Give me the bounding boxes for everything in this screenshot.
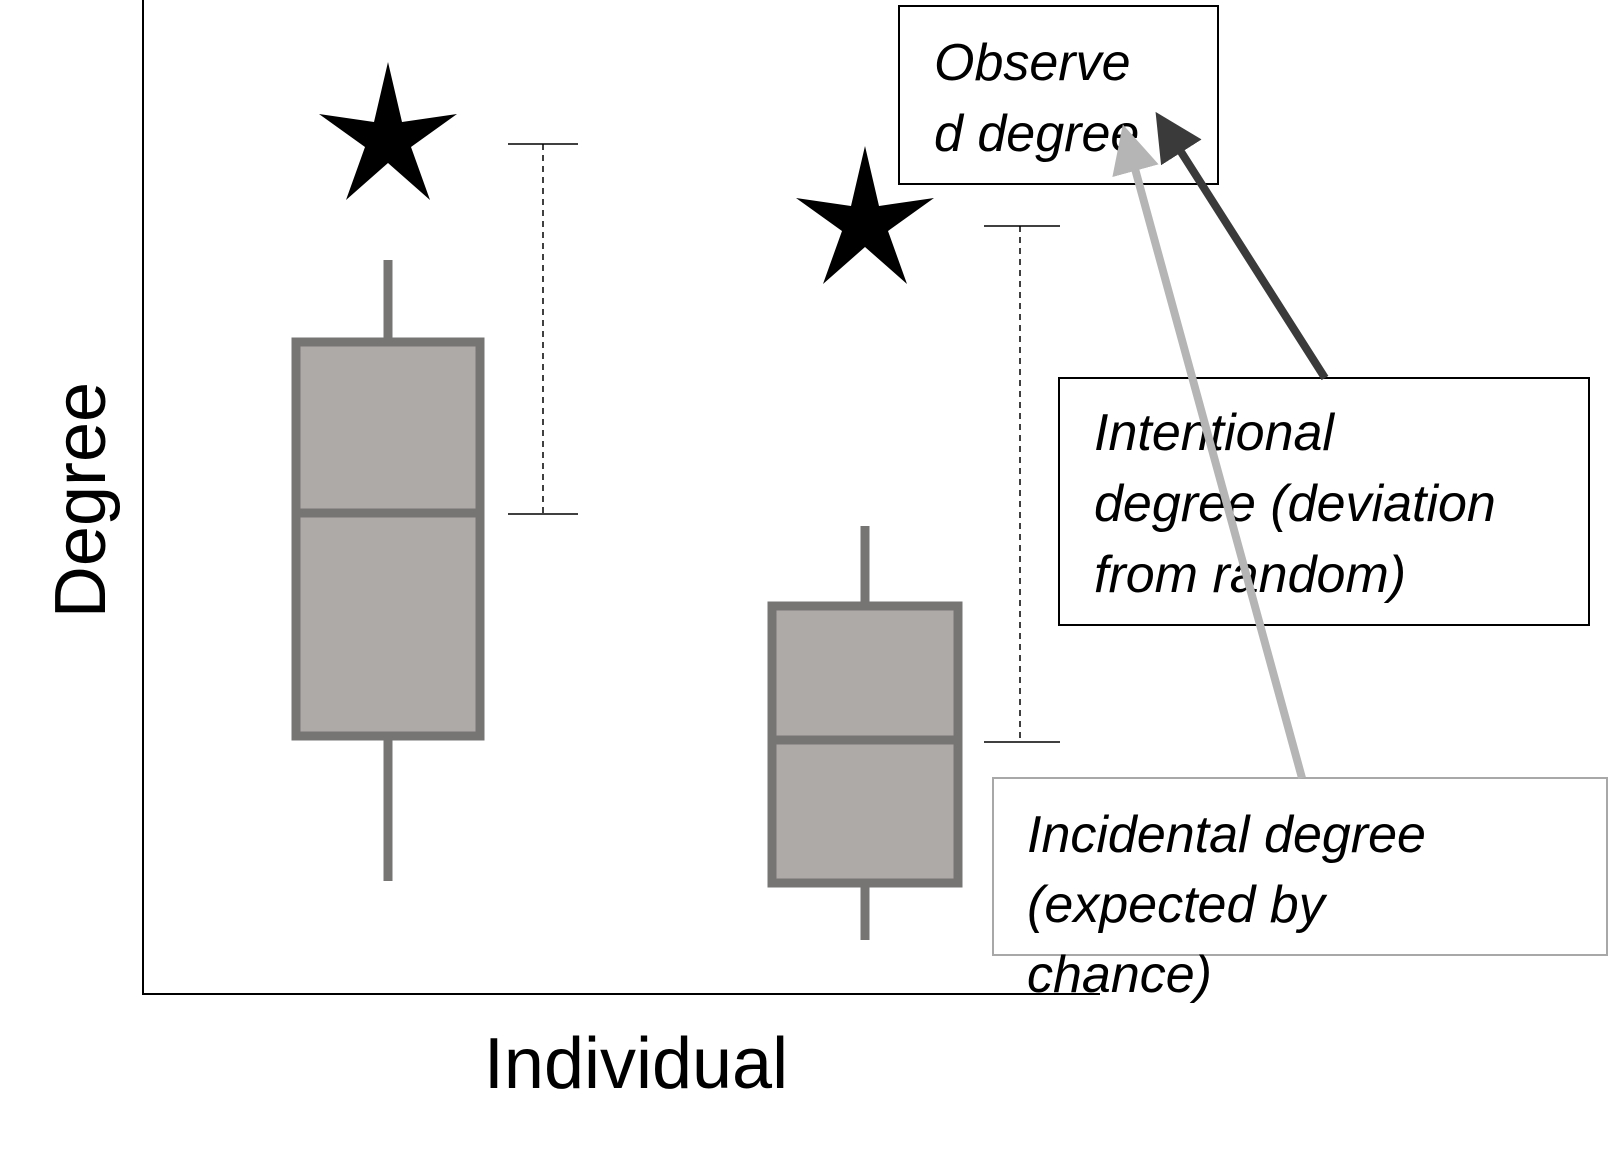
star-icon — [319, 62, 457, 200]
incidental-degree-label: Incidental degree (expected by chance) — [1027, 806, 1440, 1004]
incidental-degree-label-line-3: chance) — [1027, 946, 1212, 1004]
observed-degree-label-line-1: Observe — [934, 34, 1131, 92]
x-axis-title: Individual — [484, 1024, 788, 1104]
y-axis-title: Degree — [41, 382, 121, 618]
incidental-arrow — [1112, 124, 1306, 780]
intentional-arrow — [1155, 111, 1329, 381]
box — [291, 337, 485, 741]
star-icon — [796, 146, 934, 284]
intentional-degree-label-line-2: degree (deviation — [1094, 475, 1496, 533]
incidental-degree-label-line-1: Incidental degree — [1027, 806, 1426, 864]
intentional-bracket-2 — [984, 225, 1060, 743]
boxplot-individual-2 — [767, 526, 963, 940]
incidental-degree-box — [992, 777, 1608, 956]
boxplot-individual-1 — [291, 260, 485, 881]
intentional-bracket-1 — [508, 143, 578, 515]
incidental-degree-label-line-2: (expected by — [1027, 876, 1328, 934]
observed-degree-label-line-2: d degree — [934, 105, 1139, 163]
intentional-degree-box — [1058, 377, 1590, 626]
observed-degree-label: Observe d degree — [934, 34, 1145, 163]
